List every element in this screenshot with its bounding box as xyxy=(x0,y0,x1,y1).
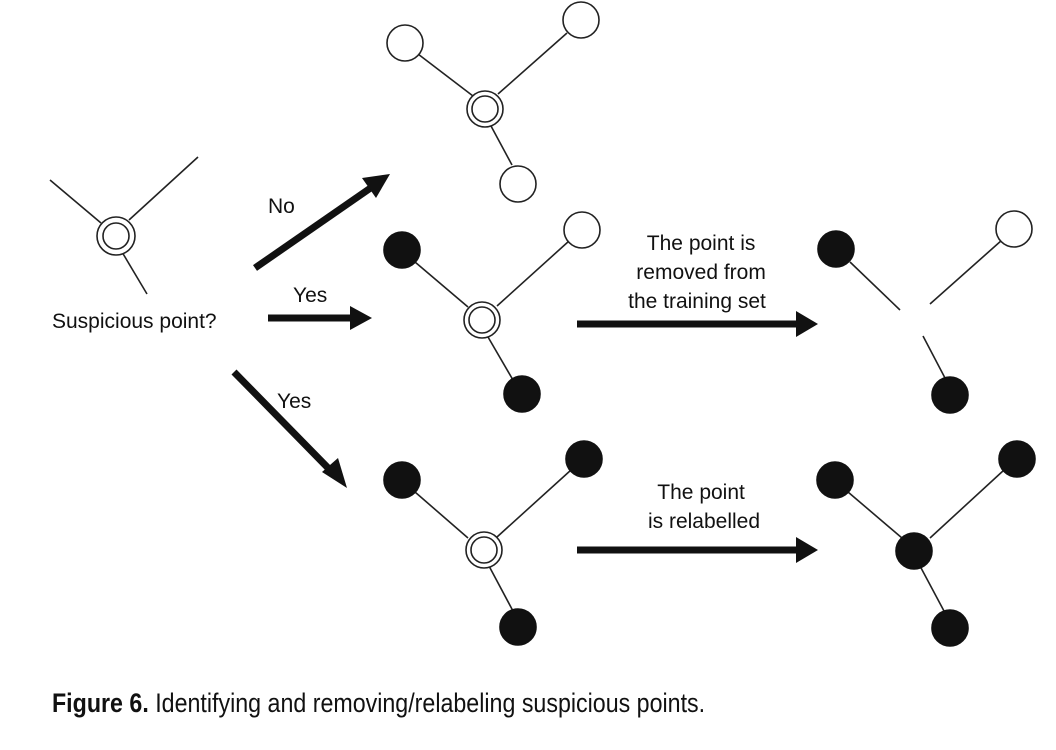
arrow-no xyxy=(253,174,390,271)
remove-action-label: The point is removed from the training s… xyxy=(628,232,772,313)
suspicious-node xyxy=(465,531,503,569)
branch-yes-remove-label: Yes xyxy=(293,284,327,307)
arrow-yes-relabel xyxy=(231,369,347,488)
graph-relabel-before xyxy=(383,440,603,646)
neighbor-node xyxy=(383,461,421,499)
arrow-remove xyxy=(577,311,818,337)
figure-caption: Figure 6. Identifying and removing/relab… xyxy=(52,688,705,719)
neighbor-node xyxy=(562,1,600,39)
branch-yes-relabel-label: Yes xyxy=(277,390,311,413)
initial-edge-left xyxy=(49,179,102,224)
suspicious-node xyxy=(96,216,136,256)
caption-label: Figure 6. xyxy=(52,688,149,718)
neighbor-node xyxy=(383,231,421,269)
relabelled-node xyxy=(895,532,933,570)
neighbor-node xyxy=(386,24,424,62)
arrow-relabel xyxy=(577,537,818,563)
graph-remove-before xyxy=(383,211,601,413)
arrow-yes-remove xyxy=(268,306,372,330)
relabel-action-label: The point is relabelled xyxy=(648,481,760,533)
graph-no xyxy=(386,1,600,203)
neighbor-node xyxy=(995,210,1033,248)
graph-remove-after xyxy=(817,210,1033,414)
neighbor-node xyxy=(816,461,854,499)
initial-graph xyxy=(49,156,199,295)
suspicious-node xyxy=(466,90,504,128)
initial-edge-right xyxy=(128,156,199,221)
neighbor-node xyxy=(817,230,855,268)
neighbor-node xyxy=(931,376,969,414)
graph-relabel-after xyxy=(816,440,1036,647)
suspicious-node xyxy=(463,301,501,339)
neighbor-node xyxy=(503,375,541,413)
caption-text: Identifying and removing/relabeling susp… xyxy=(148,688,706,718)
question-label: Suspicious point? xyxy=(52,310,217,333)
neighbor-node xyxy=(931,609,969,647)
neighbor-node xyxy=(998,440,1036,478)
neighbor-node xyxy=(499,165,537,203)
neighbor-node xyxy=(565,440,603,478)
neighbor-node xyxy=(499,608,537,646)
neighbor-node xyxy=(563,211,601,249)
initial-edge-bottom xyxy=(121,251,148,295)
branch-no-label: No xyxy=(268,195,295,218)
